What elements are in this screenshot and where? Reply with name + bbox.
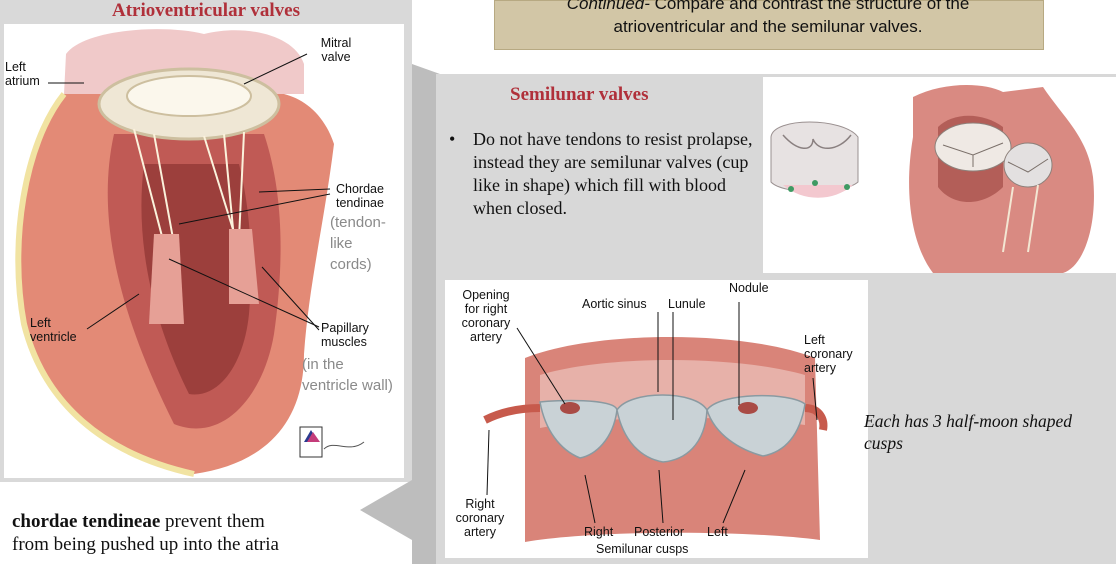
opening-right-coronary-label: Opening for right coronary artery [456, 288, 516, 344]
closed-valve-drawing [770, 121, 859, 198]
chordae-caption: chordae tendineae prevent them from bein… [12, 510, 372, 556]
semilunar-valve-illustration [763, 77, 1116, 274]
header-line2: atrioventricular and the semilunar valve… [613, 17, 923, 36]
right-coronary-line1: Right [465, 497, 495, 511]
left-coronary-line2: coronary [804, 347, 853, 361]
aortic-root-drawing [909, 85, 1094, 274]
opening-line1: Opening [462, 288, 510, 302]
ventricle-wall-line: ventricle wall) [302, 377, 393, 394]
ventricle-wall-note: (in the ventricle wall) [302, 354, 393, 396]
right-coronary-line2: coronary [455, 511, 505, 525]
chordae-line1: Chordae [336, 182, 384, 196]
chordae-label: Chordae tendinae [336, 182, 384, 210]
left-coronary-line1: Left [804, 333, 825, 347]
chordae-caption-line2: from being pushed up into the atria [12, 534, 279, 555]
semilunar-bullet: • Do not have tendons to resist prolapse… [447, 128, 767, 220]
header-line1-rest: Compare and contrast the structure of th… [649, 0, 970, 13]
cusp-note: Each has 3 half-moon shaped cusps [864, 411, 1073, 453]
header-italic: Continued- [566, 0, 650, 13]
semilunar-cusps-figure [445, 280, 868, 558]
mitral-valve-label: Mitral valve [306, 36, 366, 64]
tendon-note: (tendon- like cords) [330, 212, 386, 275]
chordae-caption-line1: chordae tendineae prevent them [12, 510, 372, 533]
cusp-posterior-label: Posterior [634, 525, 685, 539]
cusp-right-label: Right [584, 525, 614, 539]
tendon-line2: like [330, 235, 353, 252]
opening-line2: for right [464, 302, 508, 316]
semilunar-title: Semilunar valves [510, 84, 649, 105]
left-coronary-label: Left coronary artery [804, 333, 853, 375]
opening-line4: artery [470, 330, 502, 344]
papillary-line1: Papillary [321, 321, 369, 335]
opening-line3: coronary [461, 316, 511, 330]
header-line1: Continued- Compare and contrast the stru… [494, 0, 1042, 14]
left-atrium-label: Left atrium [5, 60, 40, 88]
left-coronary-line3: artery [804, 361, 836, 375]
right-coronary-label: Right coronary artery [448, 497, 512, 539]
tendon-line1: (tendon- [330, 214, 386, 231]
lunule-label: Lunule [668, 297, 706, 311]
valve-drawings [770, 85, 1094, 274]
left-atrium-line2: atrium [5, 74, 40, 88]
cusp-left-label: Left [707, 525, 728, 539]
chordae-line2: tendinae [336, 196, 384, 210]
mount-sinai-logo [299, 426, 365, 458]
tendon-line3: cords) [330, 256, 372, 273]
aortic-sinus-label: Aortic sinus [582, 297, 647, 311]
mitral-label-line1: Mitral [320, 36, 352, 50]
mitral-label-line2: valve [321, 50, 351, 64]
papillary-line2: muscles [321, 335, 367, 349]
chordae-caption-bold: chordae tendineae [12, 511, 161, 532]
av-heart-illustration [4, 24, 404, 478]
papillary-label: Papillary muscles [321, 321, 369, 349]
av-valves-title: Atrioventricular valves [111, 0, 301, 21]
callout-connector [360, 64, 440, 564]
header-box [494, 0, 1044, 50]
left-ventricle-label: Left ventricle [30, 316, 77, 344]
bullet-dot: • [449, 129, 456, 149]
chordae-caption-rest: prevent them [160, 511, 265, 532]
left-ventricle-line2: ventricle [30, 330, 77, 344]
in-the-line: (in the [302, 356, 344, 373]
left-ventricle-line1: Left [30, 316, 51, 330]
semilunar-bullet-text: Do not have tendons to resist prolapse, … [473, 129, 753, 218]
heart-cross-section [15, 29, 365, 477]
nodule-label: Nodule [729, 281, 769, 295]
right-coronary-line3: artery [464, 525, 496, 539]
cusps-drawing [483, 302, 828, 542]
left-atrium-line1: Left [5, 60, 26, 74]
semilunar-cusps-label: Semilunar cusps [596, 542, 689, 556]
